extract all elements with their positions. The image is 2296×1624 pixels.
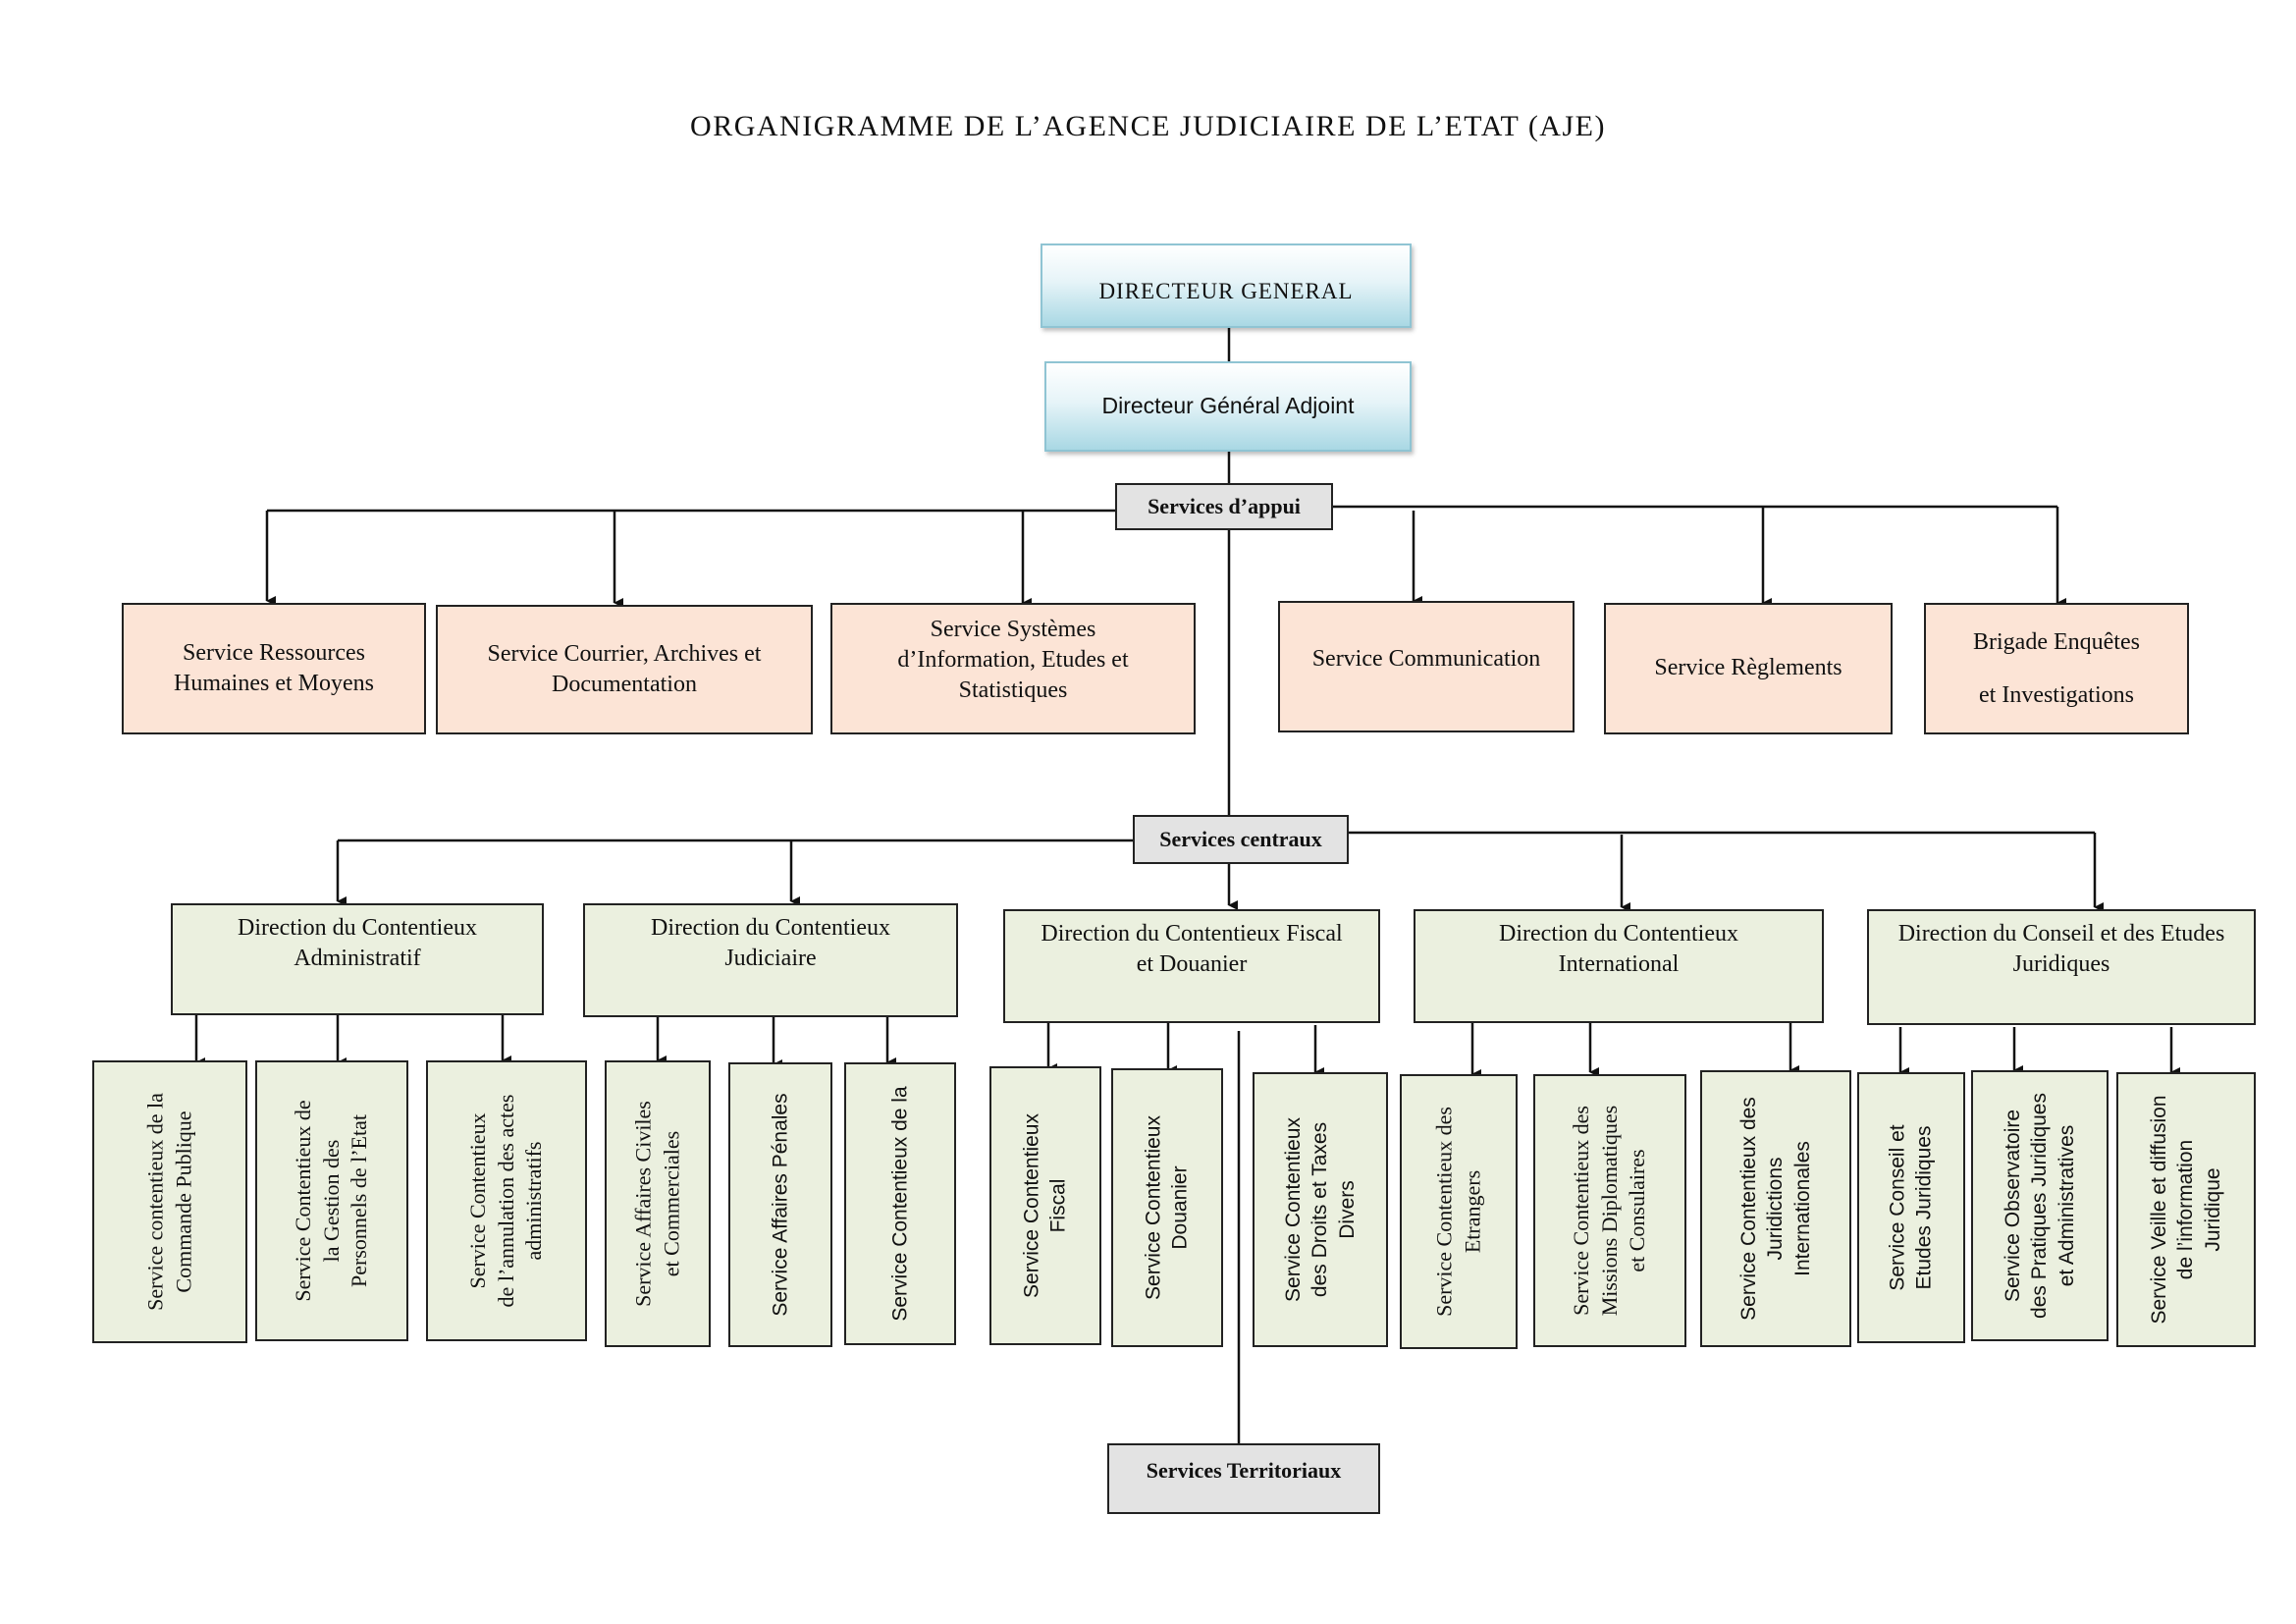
service-droits-taxes-divers: Service Contentieux des Droits et Taxes … [1253, 1072, 1388, 1347]
service-line: des Pratiques Juridiques [2028, 1093, 2052, 1319]
direction-line: Direction du Contentieux Fiscal [1041, 921, 1343, 947]
appui-service-line: Service Courrier, Archives et [487, 640, 762, 667]
appui-service-line: d’Information, Etudes et [897, 647, 1129, 674]
service-line: Divers [1335, 1180, 1359, 1239]
service-line: Service Veille et diffusion [2148, 1095, 2171, 1325]
service-conseil-etudes-juridiques: Service Conseil et Etudes Juridiques [1857, 1072, 1965, 1343]
appui-service-line: Documentation [552, 672, 697, 697]
service-line: Etudes Juridiques [1913, 1125, 1936, 1290]
service-affaires-penales: Service Affaires Pénales [728, 1062, 832, 1347]
direction-line: Direction du Conseil et des Etudes [1897, 921, 2225, 947]
service-observatoire-pratiques: Service Observatoire des Pratiques Jurid… [1971, 1070, 2109, 1341]
service-line: Service contentieux de la [142, 1093, 168, 1311]
service-line: Juridictions [1764, 1157, 1788, 1261]
service-line: Service Contentieux des [1569, 1106, 1594, 1316]
direction-contentieux-administratif: Direction du Contentieux Administratif [171, 903, 544, 1015]
appui-brigade-enquetes: Brigade Enquêtes et Investigations [1924, 603, 2189, 734]
direction-line: International [1558, 951, 1680, 978]
services-centraux-label: Services centraux [1133, 815, 1349, 864]
service-contentieux-etrangers: Service Contentieux des Etrangers [1400, 1074, 1518, 1349]
service-line: Service Conseil et [1886, 1124, 1909, 1291]
direction-line: Direction du Contentieux [1499, 921, 1738, 947]
appui-service-line: Service Règlements [1654, 655, 1842, 681]
service-gestion-personnels: Service Contentieux de la Gestion des Pe… [255, 1060, 408, 1341]
service-line: Service Contentieux des [1431, 1107, 1457, 1317]
service-line: Internationales [1790, 1141, 1814, 1276]
service-contentieux-douanier: Service Contentieux Douanier [1111, 1068, 1223, 1347]
service-line: Service Observatoire [2002, 1109, 2025, 1303]
appui-service-line: Brigade Enquêtes [1973, 629, 2140, 655]
service-commande-publique: Service contentieux de la Commande Publi… [92, 1060, 247, 1343]
service-line: de l’annulation des actes [493, 1094, 518, 1308]
directeur-general-box: DIRECTEUR GENERAL [1041, 244, 1412, 328]
services-territoriaux-text: Services Territoriaux [1146, 1458, 1342, 1483]
service-juridictions-internationales: Service Contentieux des Juridictions Int… [1700, 1070, 1851, 1347]
service-veille-diffusion: Service Veille et diffusion de l’informa… [2116, 1072, 2256, 1347]
appui-service-communication: Service Communication [1278, 601, 1575, 732]
service-line: Fiscal [1047, 1178, 1070, 1233]
appui-service-line: Service Systèmes [930, 617, 1096, 642]
appui-service-line: Service Communication [1311, 646, 1541, 672]
service-line: Etrangers [1460, 1169, 1484, 1254]
services-appui-text: Services d’appui [1148, 493, 1301, 518]
appui-service-courrier-archives: Service Courrier, Archives et Documentat… [436, 605, 813, 734]
direction-line: Direction du Contentieux [238, 915, 477, 941]
service-line: Service Contentieux [1282, 1117, 1306, 1302]
service-line: administratifs [521, 1141, 547, 1261]
service-line: Service Contentieux [465, 1112, 491, 1289]
service-line: Service Contentieux de la [888, 1086, 912, 1322]
direction-line: Juridiques [2012, 951, 2110, 978]
service-line: et Consulaires [1625, 1149, 1650, 1272]
service-contentieux-judiciaire-3: Service Contentieux de la [844, 1062, 956, 1345]
direction-contentieux-judiciaire: Direction du Contentieux Judiciaire [583, 903, 958, 1017]
service-line: des Droits et Taxes [1308, 1121, 1332, 1298]
appui-service-reglements: Service Règlements [1604, 603, 1893, 734]
service-line: Missions Diplomatiques [1596, 1105, 1622, 1317]
service-line: Service Contentieux [1020, 1113, 1043, 1298]
service-annulation-actes: Service Contentieux de l’annulation des … [426, 1060, 587, 1341]
page-title: ORGANIGRAMME DE L’AGENCE JUDICIAIRE DE L… [690, 110, 1606, 142]
direction-line: Administratif [294, 946, 421, 972]
direction-contentieux-international: Direction du Contentieux International [1414, 909, 1824, 1023]
direction-line: Judiciaire [724, 946, 817, 972]
service-line: Service Contentieux de [291, 1100, 316, 1302]
appui-service-line: Service Ressources [183, 639, 365, 666]
directeur-general-adjoint-box: Directeur Général Adjoint [1044, 361, 1412, 452]
services-centraux-text: Services centraux [1159, 826, 1322, 851]
service-line: Personnels de l’Etat [347, 1114, 372, 1287]
appui-service-line: Humaines et Moyens [174, 671, 374, 696]
service-line: Service Affaires Pénales [769, 1093, 792, 1317]
service-line: la Gestion des [318, 1139, 344, 1263]
service-line: et Administratives [2055, 1124, 2078, 1287]
appui-service-ressources-humaines: Service Ressources Humaines et Moyens [122, 603, 426, 734]
services-territoriaux-label: Services Territoriaux [1107, 1443, 1380, 1514]
service-line: Service Contentieux des [1737, 1097, 1761, 1321]
service-line: de l’information [2174, 1139, 2198, 1280]
directeur-general-adjoint-label: Directeur Général Adjoint [1101, 393, 1355, 419]
appui-service-systemes-information: Service Systèmes d’Information, Etudes e… [830, 603, 1196, 734]
direction-line: et Douanier [1136, 951, 1248, 978]
service-line: Service Affaires Civiles [630, 1101, 656, 1307]
direction-conseil-etudes-juridiques: Direction du Conseil et des Etudes Jurid… [1867, 909, 2256, 1025]
service-contentieux-fiscal: Service Contentieux Fiscal [989, 1066, 1101, 1345]
service-missions-diplomatiques: Service Contentieux des Missions Diploma… [1533, 1074, 1686, 1347]
direction-line: Direction du Contentieux [651, 915, 890, 941]
services-appui-label: Services d’appui [1115, 483, 1333, 530]
appui-service-line: Statistiques [958, 677, 1068, 704]
appui-service-line: et Investigations [1979, 682, 2134, 708]
service-line: Douanier [1169, 1165, 1192, 1250]
service-affaires-civiles: Service Affaires Civiles et Commerciales [605, 1060, 711, 1347]
directeur-general-label: DIRECTEUR GENERAL [1098, 279, 1354, 304]
service-line: Juridique [2201, 1167, 2224, 1252]
direction-contentieux-fiscal-douanier: Direction du Contentieux Fiscal et Douan… [1003, 909, 1380, 1023]
service-line: Service Contentieux [1142, 1115, 1165, 1300]
service-line: Commande Publique [171, 1110, 195, 1293]
service-line: et Commerciales [659, 1130, 683, 1277]
